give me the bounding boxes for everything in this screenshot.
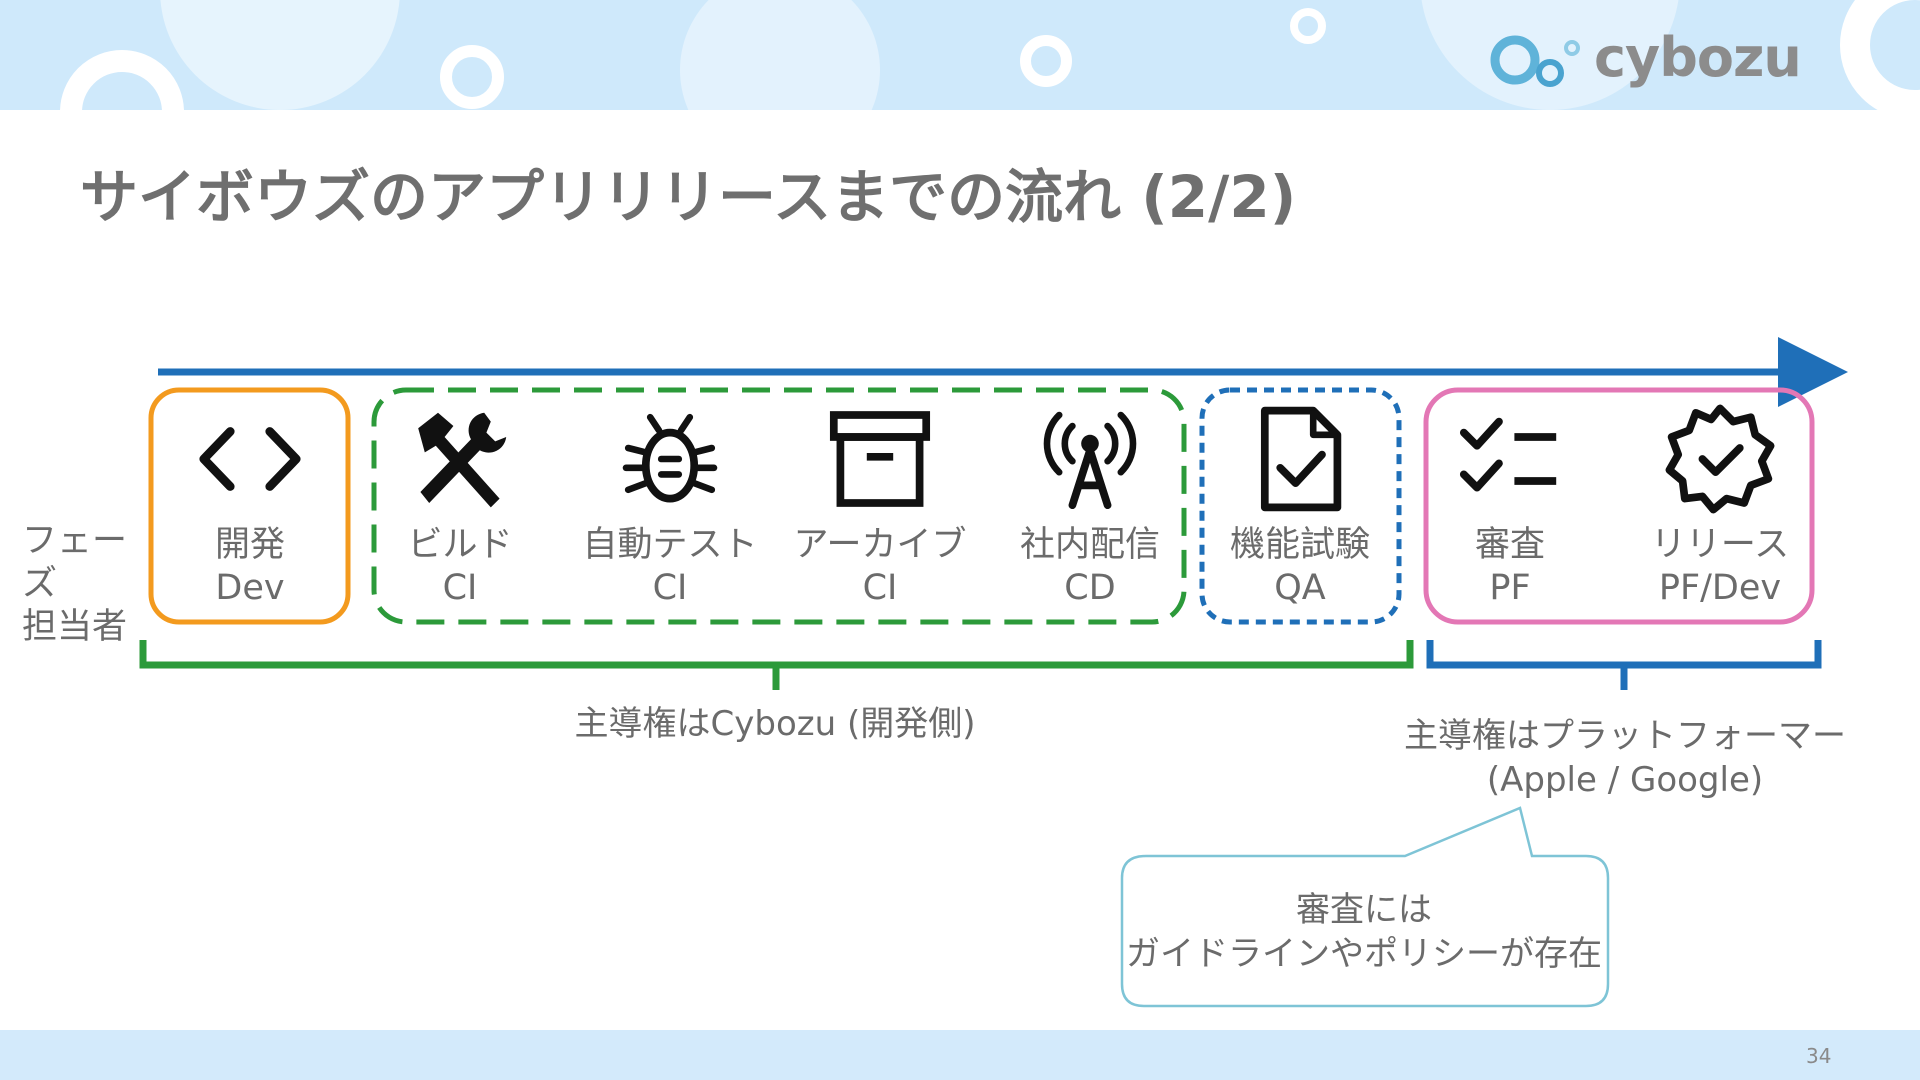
step-phase: 自動テスト bbox=[582, 525, 758, 565]
step-owner: CD bbox=[1064, 568, 1116, 608]
step-owner: QA bbox=[1274, 568, 1326, 608]
step-release: リリース PF/Dev bbox=[1620, 404, 1820, 610]
decorative-ring bbox=[1020, 35, 1072, 87]
step-phase: 社内配信 bbox=[1019, 525, 1160, 565]
code-icon bbox=[199, 427, 301, 491]
decorative-circle bbox=[680, 0, 880, 110]
dev-box bbox=[148, 387, 351, 625]
checklist-icon bbox=[1459, 417, 1557, 492]
step-review: 審査 PF bbox=[1410, 404, 1610, 610]
verified-badge-icon bbox=[1665, 404, 1775, 514]
cybozu-logo bbox=[1490, 35, 1580, 87]
archive-box-icon bbox=[829, 411, 931, 507]
step-owner: CI bbox=[862, 568, 898, 608]
step-owner: CI bbox=[442, 568, 478, 608]
phase-label-line2: 担当者 bbox=[22, 607, 128, 647]
callout-bubble bbox=[1120, 806, 1610, 1008]
step-dev: 開発 Dev bbox=[150, 404, 350, 610]
step-phase: 審査 bbox=[1474, 525, 1545, 565]
cybozu-group-label: 主導権はCybozu (開発側) bbox=[574, 704, 976, 744]
qa-box bbox=[1199, 387, 1402, 625]
broadcast-antenna-icon bbox=[1043, 411, 1137, 510]
step-owner: CI bbox=[652, 568, 688, 608]
step-phase: 開発 bbox=[214, 525, 285, 565]
document-check-icon bbox=[1260, 406, 1342, 512]
step-phase: アーカイブ bbox=[793, 525, 967, 565]
page-title: サイボウズのアプリリリースまでの流れ (2/2) bbox=[80, 163, 1297, 231]
header-banner bbox=[0, 0, 1920, 110]
step-phase: リリース bbox=[1650, 525, 1790, 565]
callout-text: 審査には ガイドラインやポリシーが存在 bbox=[1122, 888, 1606, 976]
ci-cd-box bbox=[371, 387, 1187, 625]
tools-icon bbox=[418, 412, 507, 508]
phase-label-line1: フェーズ bbox=[22, 521, 128, 604]
callout-line2: ガイドラインやポリシーが存在 bbox=[1126, 934, 1602, 974]
brand-name: cybozu bbox=[1594, 26, 1802, 89]
platform-bracket bbox=[1426, 640, 1822, 690]
step-owner: PF bbox=[1489, 568, 1531, 608]
step-auto-test: 自動テスト CI bbox=[570, 404, 770, 610]
decorative-ring bbox=[1290, 8, 1326, 44]
platform-box bbox=[1423, 387, 1815, 625]
step-owner: PF/Dev bbox=[1658, 568, 1782, 608]
step-functional-test: 機能試験 QA bbox=[1200, 404, 1400, 610]
platform-label-line1: 主導権はプラットフォーマー bbox=[1404, 716, 1846, 756]
footer-band bbox=[0, 1030, 1920, 1080]
callout-line1: 審査には bbox=[1296, 890, 1432, 930]
page-number: 34 bbox=[1806, 1044, 1832, 1068]
cybozu-bracket bbox=[139, 640, 1414, 690]
platform-group-label: 主導権はプラットフォーマー (Apple / Google) bbox=[1400, 714, 1850, 802]
step-phase: ビルド bbox=[407, 525, 513, 565]
step-owner: Dev bbox=[215, 568, 285, 608]
step-phase: 機能試験 bbox=[1229, 525, 1370, 565]
bug-icon bbox=[622, 413, 718, 503]
step-build: ビルド CI bbox=[360, 404, 560, 610]
step-internal-distribution: 社内配信 CD bbox=[990, 404, 1190, 610]
platform-label-line2: (Apple / Google) bbox=[1486, 760, 1764, 800]
phase-owner-label: フェーズ 担当者 bbox=[22, 520, 142, 649]
step-archive: アーカイブ CI bbox=[780, 404, 980, 610]
